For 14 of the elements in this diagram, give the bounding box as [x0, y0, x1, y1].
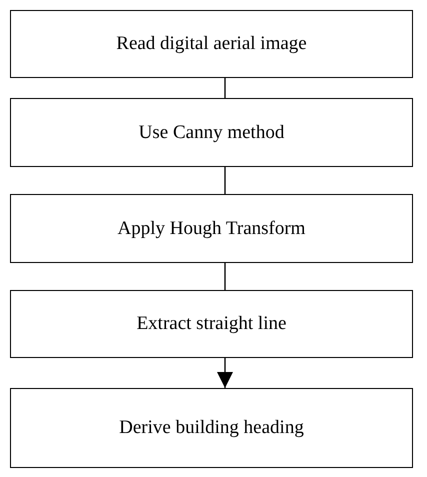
- process-box: [10, 98, 413, 167]
- arrow: [217, 358, 233, 388]
- box-label: Read digital aerial image: [116, 33, 307, 55]
- box-label: Use Canny method: [138, 122, 284, 144]
- connector-line: [224, 78, 226, 98]
- box-label: Apply Hough Transform: [118, 218, 306, 240]
- connector-line: [224, 167, 226, 194]
- box-label: Derive building heading: [119, 417, 304, 439]
- process-box: [10, 290, 413, 358]
- connector-line: [224, 263, 226, 290]
- process-box: [10, 10, 413, 78]
- process-box: [10, 388, 413, 468]
- process-box: [10, 194, 413, 263]
- box-label: Extract straight line: [136, 313, 286, 335]
